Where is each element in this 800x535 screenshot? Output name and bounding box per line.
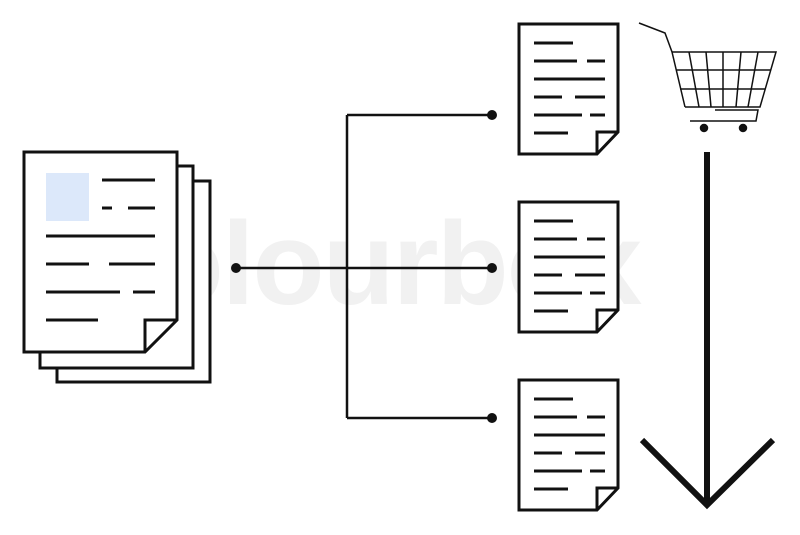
document-stack-icon bbox=[22, 150, 212, 384]
document-icon-1 bbox=[517, 22, 620, 156]
connector-dots bbox=[231, 110, 497, 423]
connector bbox=[236, 113, 492, 420]
document-icon-2 bbox=[517, 200, 620, 334]
document-icon-3 bbox=[517, 378, 620, 512]
arrow-down-icon bbox=[639, 152, 776, 510]
shopping-cart-icon bbox=[638, 22, 777, 133]
